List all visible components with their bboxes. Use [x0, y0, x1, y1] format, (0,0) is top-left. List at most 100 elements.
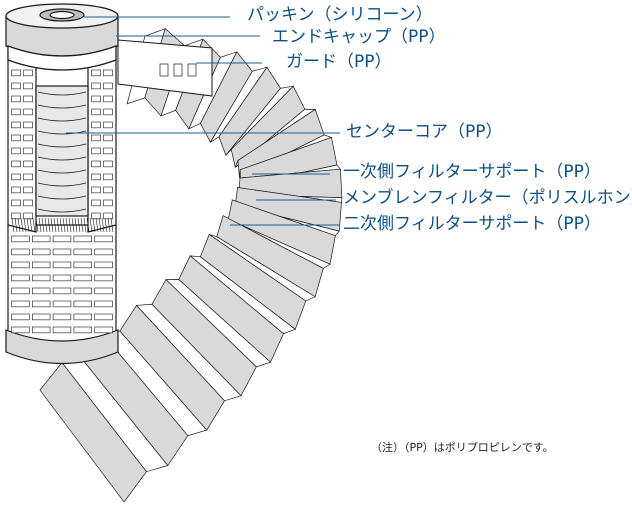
guard-window	[91, 82, 101, 90]
filter-band-pleat	[104, 217, 108, 233]
filter-band-pleat	[74, 217, 78, 233]
guard-window	[73, 235, 93, 243]
pleated-filter-fan	[39, 28, 343, 503]
guard-window	[103, 69, 113, 77]
guard-window	[91, 199, 101, 207]
cartridge-body	[5, 3, 119, 365]
guard-window	[11, 261, 30, 269]
guard-window	[91, 147, 101, 155]
guard-window	[73, 287, 93, 295]
guard-window	[73, 261, 93, 269]
filter-band-pleat	[80, 217, 84, 233]
filter-band-pleat	[50, 217, 54, 233]
filter-band-pleat	[92, 217, 96, 233]
guard-window	[91, 121, 101, 129]
filter-band-pleat	[68, 217, 72, 233]
guard-window	[23, 147, 33, 155]
guard-window	[91, 95, 101, 103]
guard-window	[11, 248, 30, 256]
filter-band-pleat	[26, 217, 30, 233]
guard-window	[31, 313, 51, 321]
filter-band-pleat	[98, 217, 102, 233]
guard-window	[103, 82, 113, 90]
guard-window	[11, 134, 21, 142]
filter-band-pleat	[71, 217, 75, 233]
label-guard: ガード（PP）	[286, 52, 392, 72]
guard-window	[23, 199, 33, 207]
guard-window	[11, 82, 21, 90]
guard-window	[11, 69, 21, 77]
guard-window	[103, 212, 113, 220]
guard-window	[23, 69, 33, 77]
filter-band-pleat	[35, 217, 39, 233]
filter-band-pleat	[53, 217, 57, 233]
filter-band-pleat	[95, 217, 99, 233]
guard-top-band	[7, 45, 117, 71]
filter-band-pleat	[14, 217, 18, 233]
guard-window	[103, 160, 113, 168]
guard-window	[31, 287, 51, 295]
guard-window	[73, 248, 93, 256]
filter-band-pleat	[59, 217, 63, 233]
guard-window	[103, 108, 113, 116]
packing-hole	[49, 10, 75, 20]
guard-window	[31, 274, 51, 282]
guard-window	[94, 274, 113, 282]
filter-band-pleat	[110, 217, 114, 233]
core-rib	[37, 143, 87, 148]
guard-window	[11, 235, 30, 243]
guard-window	[31, 326, 51, 334]
label-end-cap: エンドキャップ（PP）	[272, 27, 446, 47]
guard-window	[11, 326, 30, 334]
guard-window	[52, 274, 72, 282]
guard-window	[52, 261, 72, 269]
guard-window	[11, 313, 30, 321]
guard-window	[31, 261, 51, 269]
guard-window	[11, 147, 21, 155]
filter-band-pleat	[107, 217, 111, 233]
core-rib	[37, 195, 87, 200]
filter-band-pleat	[89, 217, 93, 233]
guard-window	[11, 212, 21, 220]
guard-window	[91, 212, 101, 220]
guard-window	[173, 63, 183, 77]
guard-window	[94, 261, 113, 269]
filter-band-pleat	[86, 217, 90, 233]
filter-band-pleat	[44, 217, 48, 233]
guard-window	[103, 147, 113, 155]
filter-band-pleat	[101, 217, 105, 233]
guard-window	[11, 186, 21, 194]
label-center-core: センターコア（PP）	[346, 122, 503, 142]
filter-band-pleat	[20, 217, 24, 233]
guard-window	[103, 134, 113, 142]
guard-window	[52, 235, 72, 243]
guard-window	[187, 63, 197, 77]
guard-window	[91, 108, 101, 116]
guard-window	[31, 235, 51, 243]
guard-window	[52, 300, 72, 308]
filter-band-pleat	[77, 217, 81, 233]
guard-window	[91, 186, 101, 194]
label-primary-support: 一次側フィルターサポート（PP）	[343, 162, 601, 182]
bottom-end-cap	[5, 329, 119, 365]
guard-window	[31, 248, 51, 256]
guard-window	[11, 199, 21, 207]
guard-window	[94, 248, 113, 256]
cartridge-details	[11, 69, 114, 334]
guard-window	[23, 82, 33, 90]
core-rib	[37, 208, 87, 213]
guard-window	[23, 95, 33, 103]
guard-window	[11, 300, 30, 308]
core-rib	[37, 104, 87, 109]
filter-band-pleat	[17, 217, 21, 233]
label-secondary-support: 二次側フィルターサポート（PP）	[343, 214, 601, 234]
core-rib	[37, 156, 87, 161]
filter-band-pleat	[65, 217, 69, 233]
guard-window	[11, 160, 21, 168]
guard-window	[11, 121, 21, 129]
guard-window	[23, 134, 33, 142]
guard-window	[23, 108, 33, 116]
guard-window	[11, 108, 21, 116]
guard-window	[11, 274, 30, 282]
